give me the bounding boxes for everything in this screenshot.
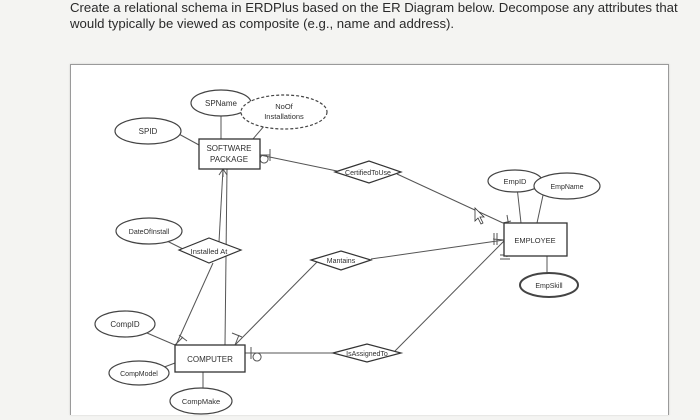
entity-computer <box>174 344 246 373</box>
rel-certified-label: CertifiedToUse <box>345 170 391 177</box>
rel-certified-to-use <box>333 160 403 184</box>
line-empid-employee <box>516 186 522 224</box>
question-line-1: Create a relational schema in ERDPlus ba… <box>70 0 678 15</box>
entity-computer-label: COMPUTER <box>187 355 233 364</box>
attr-empname <box>533 172 601 200</box>
attr-compmodel-label: CompModel <box>120 371 158 378</box>
line-computer-maintains <box>234 261 318 346</box>
er-diagram-canvas: SPName SPID NoOf Installations DateOfIns… <box>94 89 601 415</box>
attr-noofinstall-label-1: NoOf <box>275 102 293 111</box>
attr-spid <box>114 117 182 145</box>
line-installedat-computer <box>175 262 214 346</box>
line-isassignedto-employee <box>394 240 505 352</box>
line-software-installedat <box>218 168 224 243</box>
entity-employee-label: EMPLOYEE <box>514 236 555 245</box>
attr-empskill <box>519 272 579 298</box>
mark-computer-installed <box>174 334 188 346</box>
er-diagram: SPName SPID NoOf Installations DateOfIns… <box>70 64 669 415</box>
attr-empskill-label: EmpSkill <box>535 283 563 290</box>
attr-noofinstall <box>240 94 328 130</box>
attr-empname-label: EmpName <box>550 184 583 191</box>
rel-installed-at-label: Installed At <box>191 247 229 256</box>
line-spid-software <box>176 132 200 146</box>
rel-maintains-label: Mantains <box>327 258 356 265</box>
rel-isassigned-label: IsAssignedTo <box>346 351 388 358</box>
mark-computer-maintains <box>231 332 243 346</box>
mark-employee-maintains <box>492 233 505 245</box>
line-software-computer <box>224 168 228 346</box>
entity-employee <box>503 222 568 257</box>
line-software-certified <box>259 154 338 172</box>
mouse-cursor-icon <box>474 207 485 225</box>
attr-dateofinstall-label: DateOfInstall <box>129 229 170 236</box>
mark-computer-isassigned <box>245 347 262 362</box>
attr-dateofinstall <box>115 217 183 245</box>
attr-noofinstall-label-2: Installations <box>264 112 304 121</box>
line-maintains-employee <box>370 239 505 260</box>
attr-spname-label: SPName <box>205 99 238 108</box>
attr-compmake-label: CompMake <box>182 397 220 406</box>
mark-software-installed <box>218 168 228 177</box>
rel-is-assigned-to <box>330 343 404 363</box>
attr-compid-label: CompID <box>110 320 140 329</box>
attr-compid <box>94 310 156 338</box>
attr-spid-label: SPID <box>139 127 158 136</box>
question-text: Create a relational schema in ERDPlus ba… <box>70 0 678 32</box>
rel-installed-at <box>177 237 243 264</box>
attr-empid-label: EmpID <box>504 177 528 186</box>
entity-software-label-2: PACKAGE <box>210 155 248 164</box>
entity-software-label-1: SOFTWARE <box>206 144 251 153</box>
entity-software-package <box>198 138 261 170</box>
attr-compmodel <box>108 360 170 386</box>
rel-maintains <box>309 250 373 271</box>
question-line-2: would typically be viewed as composite (… <box>70 16 455 31</box>
mark-software-certified <box>259 149 271 164</box>
line-certified-employee <box>396 173 504 224</box>
